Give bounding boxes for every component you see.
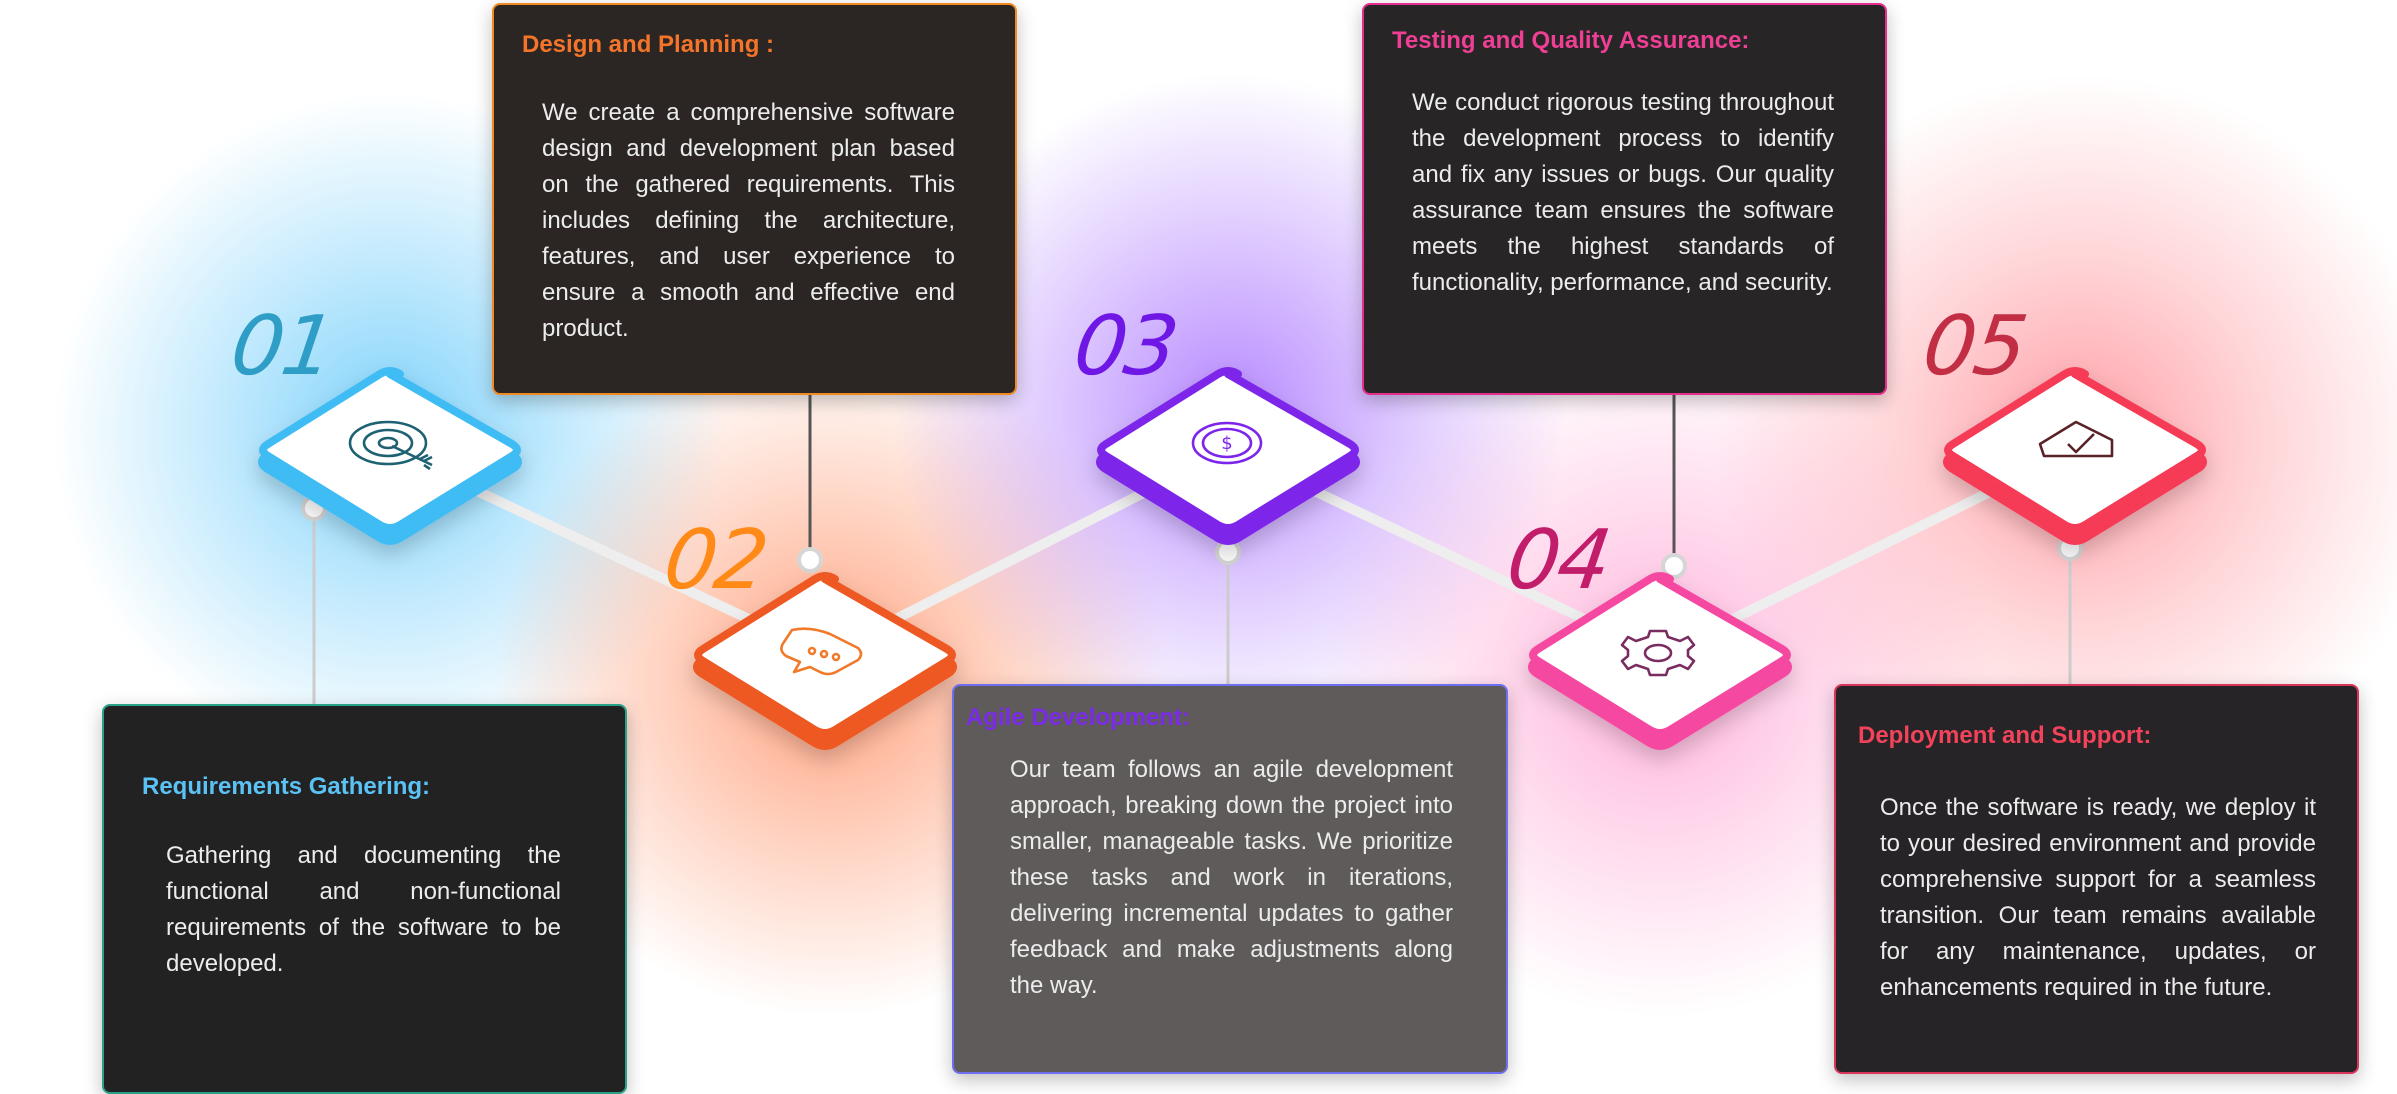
step-4-card: Testing and Quality Assurance: We conduc… xyxy=(1362,3,1887,395)
step-5-description: Once the software is ready, we deploy it… xyxy=(1880,794,2316,1001)
ring-4 xyxy=(1661,553,1687,579)
step-5-number: 05 xyxy=(1917,299,2032,394)
ring-2 xyxy=(797,547,823,573)
chat-bubble-icon xyxy=(780,627,863,676)
step-5-title: Deployment and Support: xyxy=(1858,722,2152,749)
step-3-number: 03 xyxy=(1068,299,1183,394)
step-2-title: Design and Planning : xyxy=(522,31,775,58)
step-4-title: Testing and Quality Assurance: xyxy=(1392,27,1750,54)
step-2-card: Design and Planning : We create a compre… xyxy=(492,3,1017,395)
step-3-title: Agile Development: xyxy=(966,704,1191,731)
step-3-description: Our team follows an agile development ap… xyxy=(1010,756,1453,999)
dollar-coin-icon: $ xyxy=(1191,421,1263,465)
step-1-title: Requirements Gathering: xyxy=(142,773,431,800)
step-2-number: 02 xyxy=(658,513,773,608)
checkmark-tag-icon xyxy=(2038,420,2114,458)
svg-text:$: $ xyxy=(1221,433,1232,454)
leader-lines xyxy=(312,395,2072,704)
step-1-node xyxy=(258,367,522,545)
step-4-description: We conduct rigorous testing throughout t… xyxy=(1412,89,1834,296)
step-3-card: Agile Development: Our team follows an a… xyxy=(952,684,1508,1074)
step-4-number: 04 xyxy=(1501,513,1616,608)
gear-icon xyxy=(1620,629,1696,677)
step-2-node xyxy=(693,572,957,750)
target-icon xyxy=(348,420,433,471)
step-1-number: 01 xyxy=(225,299,340,394)
step-5-card: Deployment and Support: Once the softwar… xyxy=(1834,684,2359,1074)
step-2-description: We create a comprehensive software desig… xyxy=(542,99,955,342)
step-1-card: Requirements Gathering: Gathering and do… xyxy=(102,704,627,1094)
step-1-description: Gathering and documenting the functional… xyxy=(166,842,561,977)
step-3-node xyxy=(1096,367,1360,545)
step-4-node xyxy=(1528,572,1792,750)
